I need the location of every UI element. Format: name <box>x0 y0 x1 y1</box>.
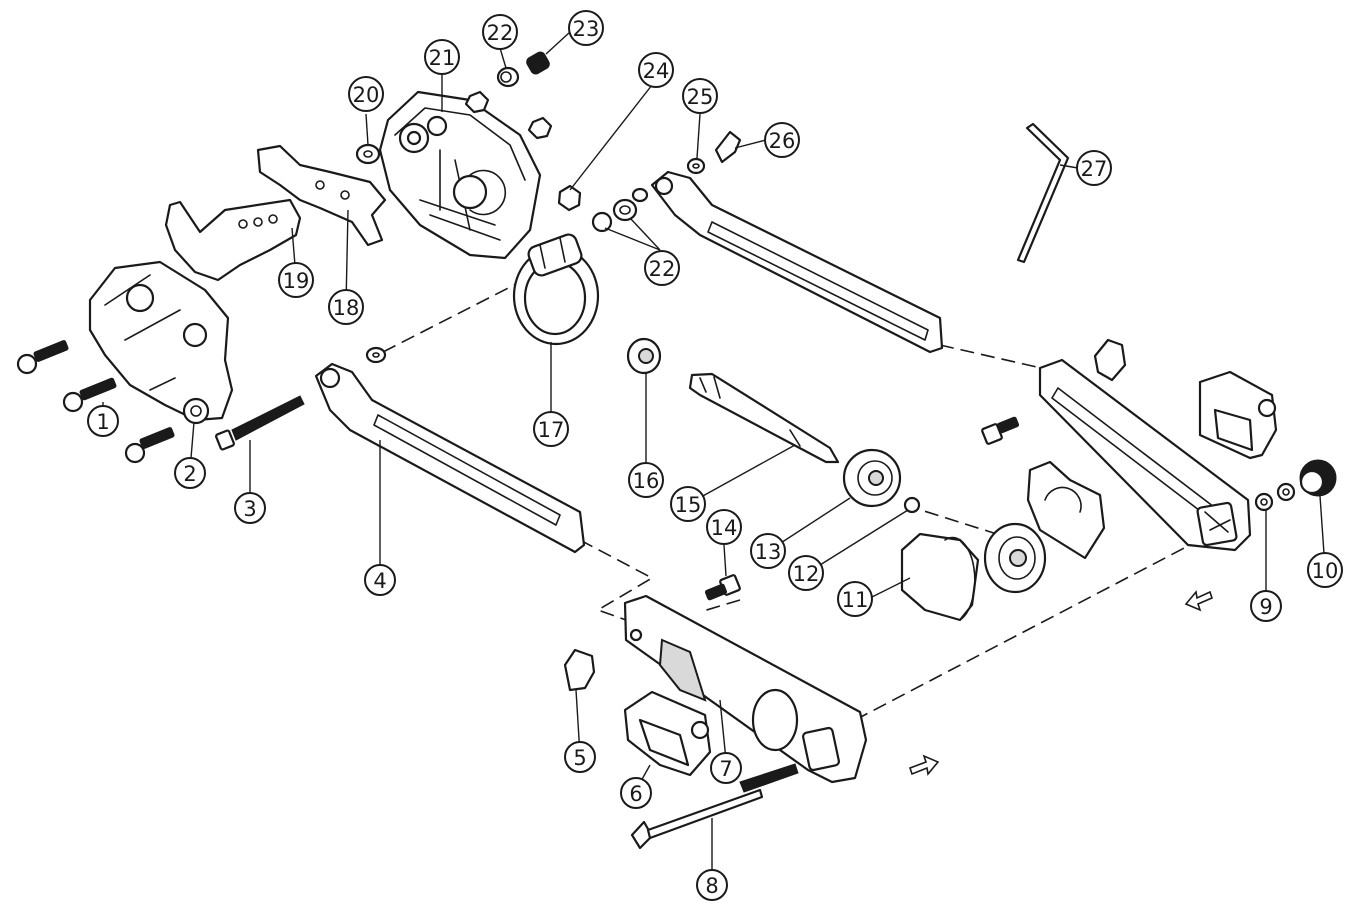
callout-9-label: 9 <box>1259 595 1272 619</box>
callout-21-label: 21 <box>429 46 456 70</box>
callout-20-label: 20 <box>353 83 380 107</box>
callout-26: 26 <box>764 122 800 158</box>
callout-23-label: 23 <box>573 17 600 41</box>
callout-27: 27 <box>1076 150 1112 186</box>
callout-17: 17 <box>533 411 569 447</box>
callout-4: 4 <box>364 564 396 596</box>
direction-arrow-left <box>1184 590 1213 612</box>
callout-4-label: 4 <box>373 569 386 593</box>
bearing-13 <box>842 448 902 508</box>
callout-25: 25 <box>682 78 718 114</box>
callout-1: 1 <box>87 405 119 437</box>
callout-7: 7 <box>710 752 742 784</box>
wing-screw-26 <box>714 130 742 164</box>
callout-27-label: 27 <box>1081 157 1108 181</box>
bolt-14 <box>704 574 741 601</box>
clamp-body <box>88 260 234 425</box>
collar-ring-17 <box>512 233 600 346</box>
clip-block-upper <box>1198 370 1278 460</box>
long-bolt-3 <box>215 395 305 451</box>
callout-3-label: 3 <box>243 497 256 521</box>
bushings-22-mid <box>591 187 649 233</box>
callout-21: 21 <box>424 39 460 75</box>
direction-arrow-right <box>908 754 940 776</box>
set-screw-23 <box>526 51 550 75</box>
shaft-15 <box>688 372 840 464</box>
nut-24 <box>557 184 582 212</box>
wing-screw-5 <box>563 648 596 692</box>
roller-11 <box>900 532 980 622</box>
callout-19-label: 19 <box>283 269 310 293</box>
assembly-dashed-lines <box>382 281 1191 721</box>
washer-near-arm <box>365 346 387 364</box>
upper-slotted-arm <box>650 170 944 354</box>
callout-26-label: 26 <box>769 129 796 153</box>
wing-knob-upper <box>1093 338 1127 382</box>
callout-1-label: 1 <box>96 410 109 434</box>
callout-14: 14 <box>706 509 742 545</box>
callout-19: 19 <box>278 262 314 298</box>
callout-23: 23 <box>568 10 604 46</box>
callout-22-mid: 22 <box>644 250 680 286</box>
bearing-housing <box>1026 460 1106 560</box>
callout-18: 18 <box>328 289 364 325</box>
callout-2: 2 <box>174 457 206 489</box>
lower-frame-bar-7 <box>623 594 868 784</box>
bearing-side <box>983 522 1047 594</box>
callout-6: 6 <box>620 777 652 809</box>
bolt-upper <box>981 416 1020 445</box>
bushing-22-top <box>496 66 520 88</box>
callout-14-label: 14 <box>711 516 738 540</box>
jaw-blade-19 <box>164 198 302 282</box>
washers-9 <box>1254 482 1296 512</box>
snap-ring-12 <box>903 496 921 514</box>
screw-1a <box>16 340 69 375</box>
washer-25 <box>686 157 706 175</box>
callout-22-mid-label: 22 <box>649 257 676 281</box>
callout-13: 13 <box>750 533 786 569</box>
callout-6-label: 6 <box>629 782 642 806</box>
lever-plate-18 <box>256 144 387 247</box>
callout-5-label: 5 <box>573 746 586 770</box>
clip-block-6 <box>623 690 712 777</box>
callout-16: 16 <box>628 462 664 498</box>
callout-8: 8 <box>696 869 728 901</box>
long-bolt-8 <box>630 763 799 850</box>
callout-2-label: 2 <box>183 462 196 486</box>
callout-8-label: 8 <box>705 874 718 898</box>
callout-11-label: 11 <box>842 588 869 612</box>
callout-11: 11 <box>837 581 873 617</box>
callout-20: 20 <box>348 76 384 112</box>
callout-24: 24 <box>638 52 674 88</box>
gearbox-housing-part <box>378 90 553 260</box>
callout-3: 3 <box>234 492 266 524</box>
knob-10 <box>1299 459 1337 497</box>
callout-22-top-label: 22 <box>487 21 514 45</box>
callout-15: 15 <box>670 486 706 522</box>
callout-17-label: 17 <box>538 418 565 442</box>
callout-7-label: 7 <box>719 757 732 781</box>
screw-1b <box>62 377 117 413</box>
callout-24-label: 24 <box>643 59 670 83</box>
right-frame-bar <box>1038 358 1252 552</box>
callout-16-label: 16 <box>633 469 660 493</box>
callout-25-label: 25 <box>687 85 714 109</box>
callout-12-label: 12 <box>793 562 820 586</box>
callout-9: 9 <box>1250 590 1282 622</box>
bearing-16 <box>626 337 662 375</box>
washer-20 <box>355 143 381 165</box>
callout-15-label: 15 <box>675 493 702 517</box>
callout-10: 10 <box>1307 552 1343 588</box>
callout-18-label: 18 <box>333 296 360 320</box>
screw-1c <box>124 427 175 464</box>
callout-12: 12 <box>788 555 824 591</box>
callout-22-top: 22 <box>482 14 518 50</box>
callout-5: 5 <box>564 741 596 773</box>
hex-key-part <box>1016 122 1070 264</box>
callout-13-label: 13 <box>755 540 782 564</box>
callout-10-label: 10 <box>1312 559 1339 583</box>
slotted-arm-4 <box>314 362 586 554</box>
